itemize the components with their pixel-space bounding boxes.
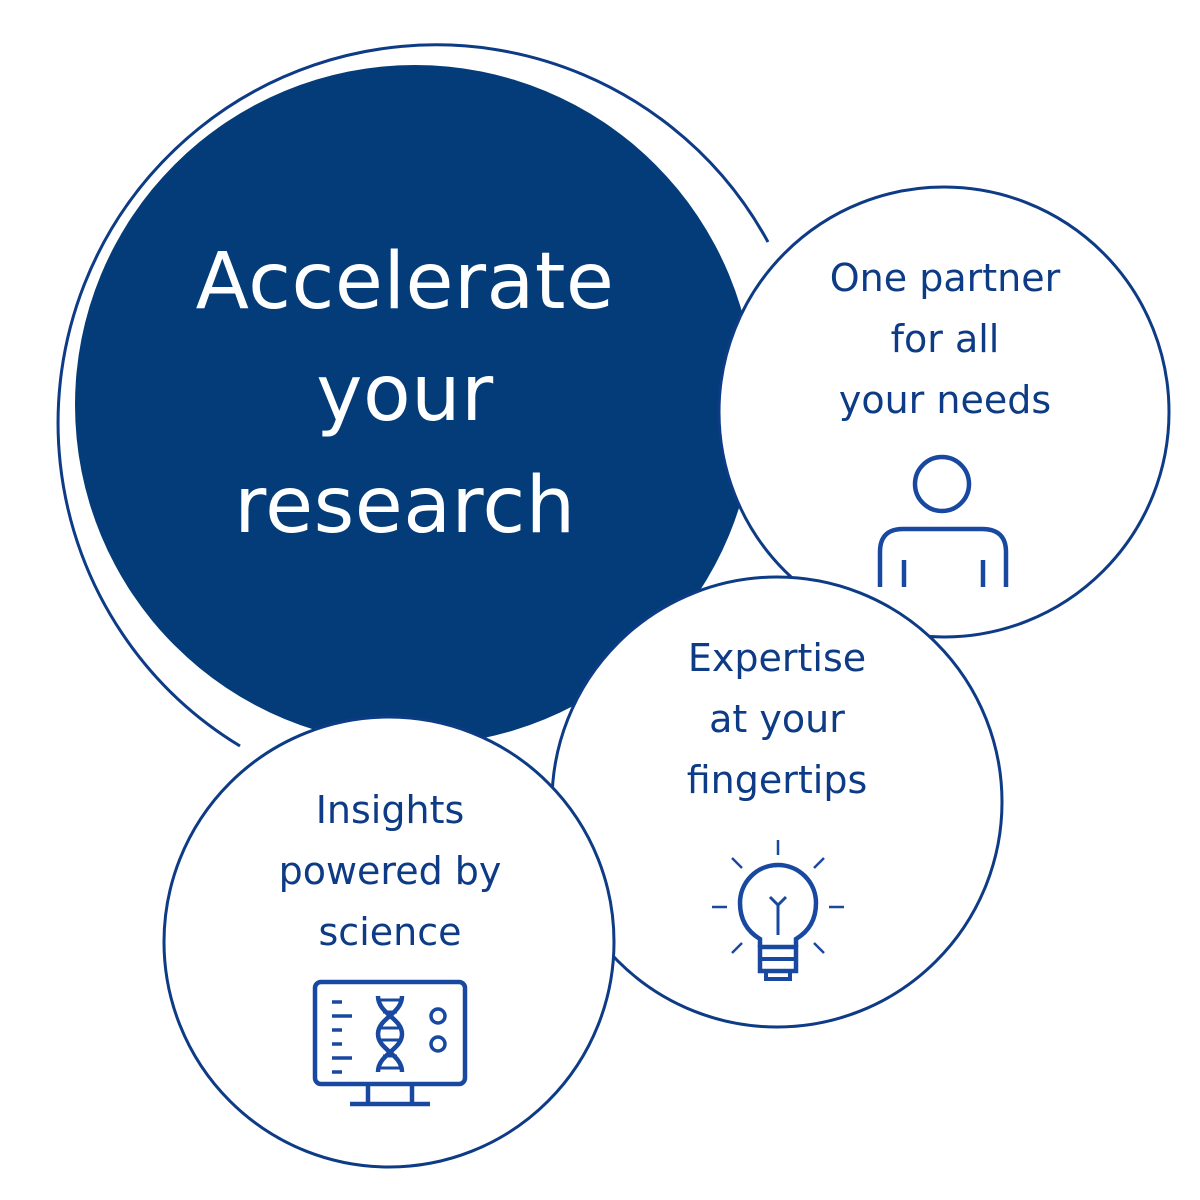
- main-title: Accelerate your research: [105, 226, 705, 562]
- bubble-insights-text: Insights powered by science: [225, 780, 555, 963]
- main-title-line-2: your: [316, 349, 494, 439]
- bubble-insights-line-1: Insights: [315, 788, 465, 832]
- bubble-expertise-line-3: fingertips: [686, 758, 868, 802]
- lightbulb-icon: [712, 840, 844, 981]
- bubble-partner-text: One partner for all your needs: [780, 248, 1110, 431]
- bubble-partner-line-2: for all: [890, 317, 1000, 361]
- bubble-expertise-text: Expertise at your fingertips: [612, 628, 942, 811]
- bubble-insights-circle: [162, 715, 616, 1169]
- bubble-insights-line-3: science: [318, 910, 462, 954]
- bubble-partner-circle: [717, 185, 1171, 639]
- main-circle: [75, 65, 755, 745]
- bubble-insights-line-2: powered by: [278, 849, 502, 893]
- main-title-line-1: Accelerate: [195, 237, 615, 327]
- person-icon: [877, 454, 1009, 587]
- bubble-expertise-line-2: at your: [709, 697, 845, 741]
- bubble-partner-line-3: your needs: [838, 378, 1052, 422]
- main-title-line-3: research: [234, 461, 576, 551]
- bubble-partner-line-1: One partner: [829, 256, 1061, 300]
- bubble-expertise-line-1: Expertise: [687, 636, 867, 680]
- monitor-dna-icon: [312, 979, 468, 1107]
- outer-ring: [56, 43, 770, 748]
